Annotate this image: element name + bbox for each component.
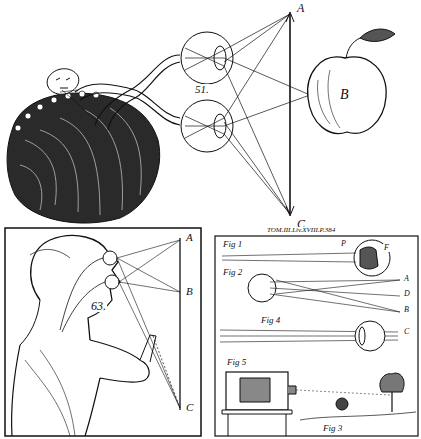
figure-label: Fig 3 [322, 424, 343, 433]
light-rays-man [117, 240, 180, 408]
figure-label: F [383, 244, 390, 252]
fig4-eye [355, 321, 385, 351]
apple-leaf [360, 29, 395, 41]
figure-label: 63. [90, 300, 107, 312]
figure-label: B [403, 306, 410, 314]
light-rays-top [185, 14, 310, 214]
man-finger [140, 335, 156, 362]
apple-shading [318, 70, 341, 128]
table [222, 410, 292, 436]
fig2-rays [270, 280, 400, 312]
apple [308, 57, 387, 134]
figure-label: Fig 4 [260, 316, 281, 325]
nerves-man [60, 258, 105, 332]
pineal-rays [60, 90, 96, 120]
man-head [31, 236, 120, 340]
pineal-face [56, 78, 70, 88]
fig1-lens [360, 247, 378, 269]
figure-label: A [403, 275, 410, 283]
figure-label: A [185, 232, 194, 243]
man-body [12, 340, 150, 436]
figure-label: Fig 2 [222, 268, 243, 277]
object-arrow [289, 14, 291, 214]
fig1-rays [222, 253, 356, 262]
figure-label: Fig 1 [222, 240, 243, 249]
fig3-bush [336, 398, 348, 410]
optic-nerves [75, 55, 180, 130]
figure-label: A [296, 2, 305, 14]
hair [30, 249, 70, 258]
ground-line [300, 412, 416, 420]
figure-label: B [185, 286, 194, 297]
figure-label: TOM.III.Liv.XVIII.P.384 [266, 227, 336, 234]
apple-stem [346, 38, 360, 58]
figure-label: 51. [194, 84, 210, 95]
camera-detail [240, 378, 296, 402]
plate-frame [215, 236, 418, 436]
object-line [179, 238, 180, 410]
drapery [25, 350, 75, 436]
camera-ray [296, 390, 390, 395]
brain [7, 93, 160, 223]
figure-label: B [339, 88, 350, 102]
figure-label: Fig 5 [226, 358, 247, 367]
figure-label: C [403, 328, 410, 336]
tree-trunk [391, 392, 392, 412]
arrow-heads [286, 12, 294, 216]
fig1-eye [354, 240, 390, 276]
figure-label: C [185, 402, 194, 413]
eyes-man [103, 251, 119, 289]
dotted-ray [153, 336, 180, 408]
figure-label: P [340, 240, 347, 248]
panel-frame [5, 228, 201, 436]
fig4-lens [359, 327, 365, 345]
brain-hatching [20, 108, 141, 215]
tree-crown [380, 373, 404, 392]
man-neck [20, 300, 40, 345]
figure-label: D [403, 290, 411, 298]
